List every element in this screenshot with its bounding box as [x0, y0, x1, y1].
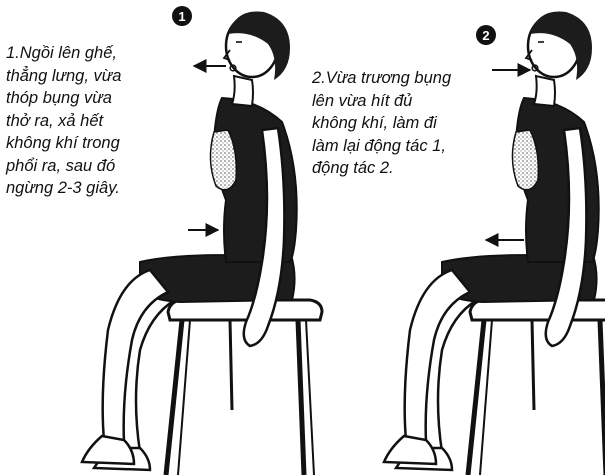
caption-line: lên vừa hít đủ [312, 90, 451, 113]
caption-line: 2.Vừa trương bụng [312, 67, 451, 90]
step-2-number: 2 [482, 28, 489, 43]
figure-2-number-badge: 2 [476, 25, 496, 45]
caption-line: thẳng lưng, vừa [6, 65, 121, 88]
figure-2-chair [468, 300, 605, 475]
caption-line: không khí, làm đi [312, 112, 451, 135]
caption-line: ngừng 2-3 giây. [6, 177, 121, 200]
caption-line: phổi ra, sau đó [6, 155, 121, 178]
step-2-caption: 2.Vừa trương bụng lên vừa hít đủ không k… [312, 67, 451, 180]
caption-line: làm lại động tác 1, [312, 135, 451, 158]
figure-1-number-badge: 1 [172, 6, 192, 26]
caption-line: không khí trong [6, 132, 121, 155]
caption-line: động tác 2. [312, 157, 451, 180]
step-1-caption: 1.Ngồi lên ghế, thẳng lưng, vừa thóp bụn… [6, 42, 121, 200]
step-1-number: 1 [178, 9, 185, 24]
caption-line: 1.Ngồi lên ghế, [6, 42, 121, 65]
caption-line: thở ra, xả hết [6, 110, 121, 133]
caption-line: thóp bụng vừa [6, 87, 121, 110]
